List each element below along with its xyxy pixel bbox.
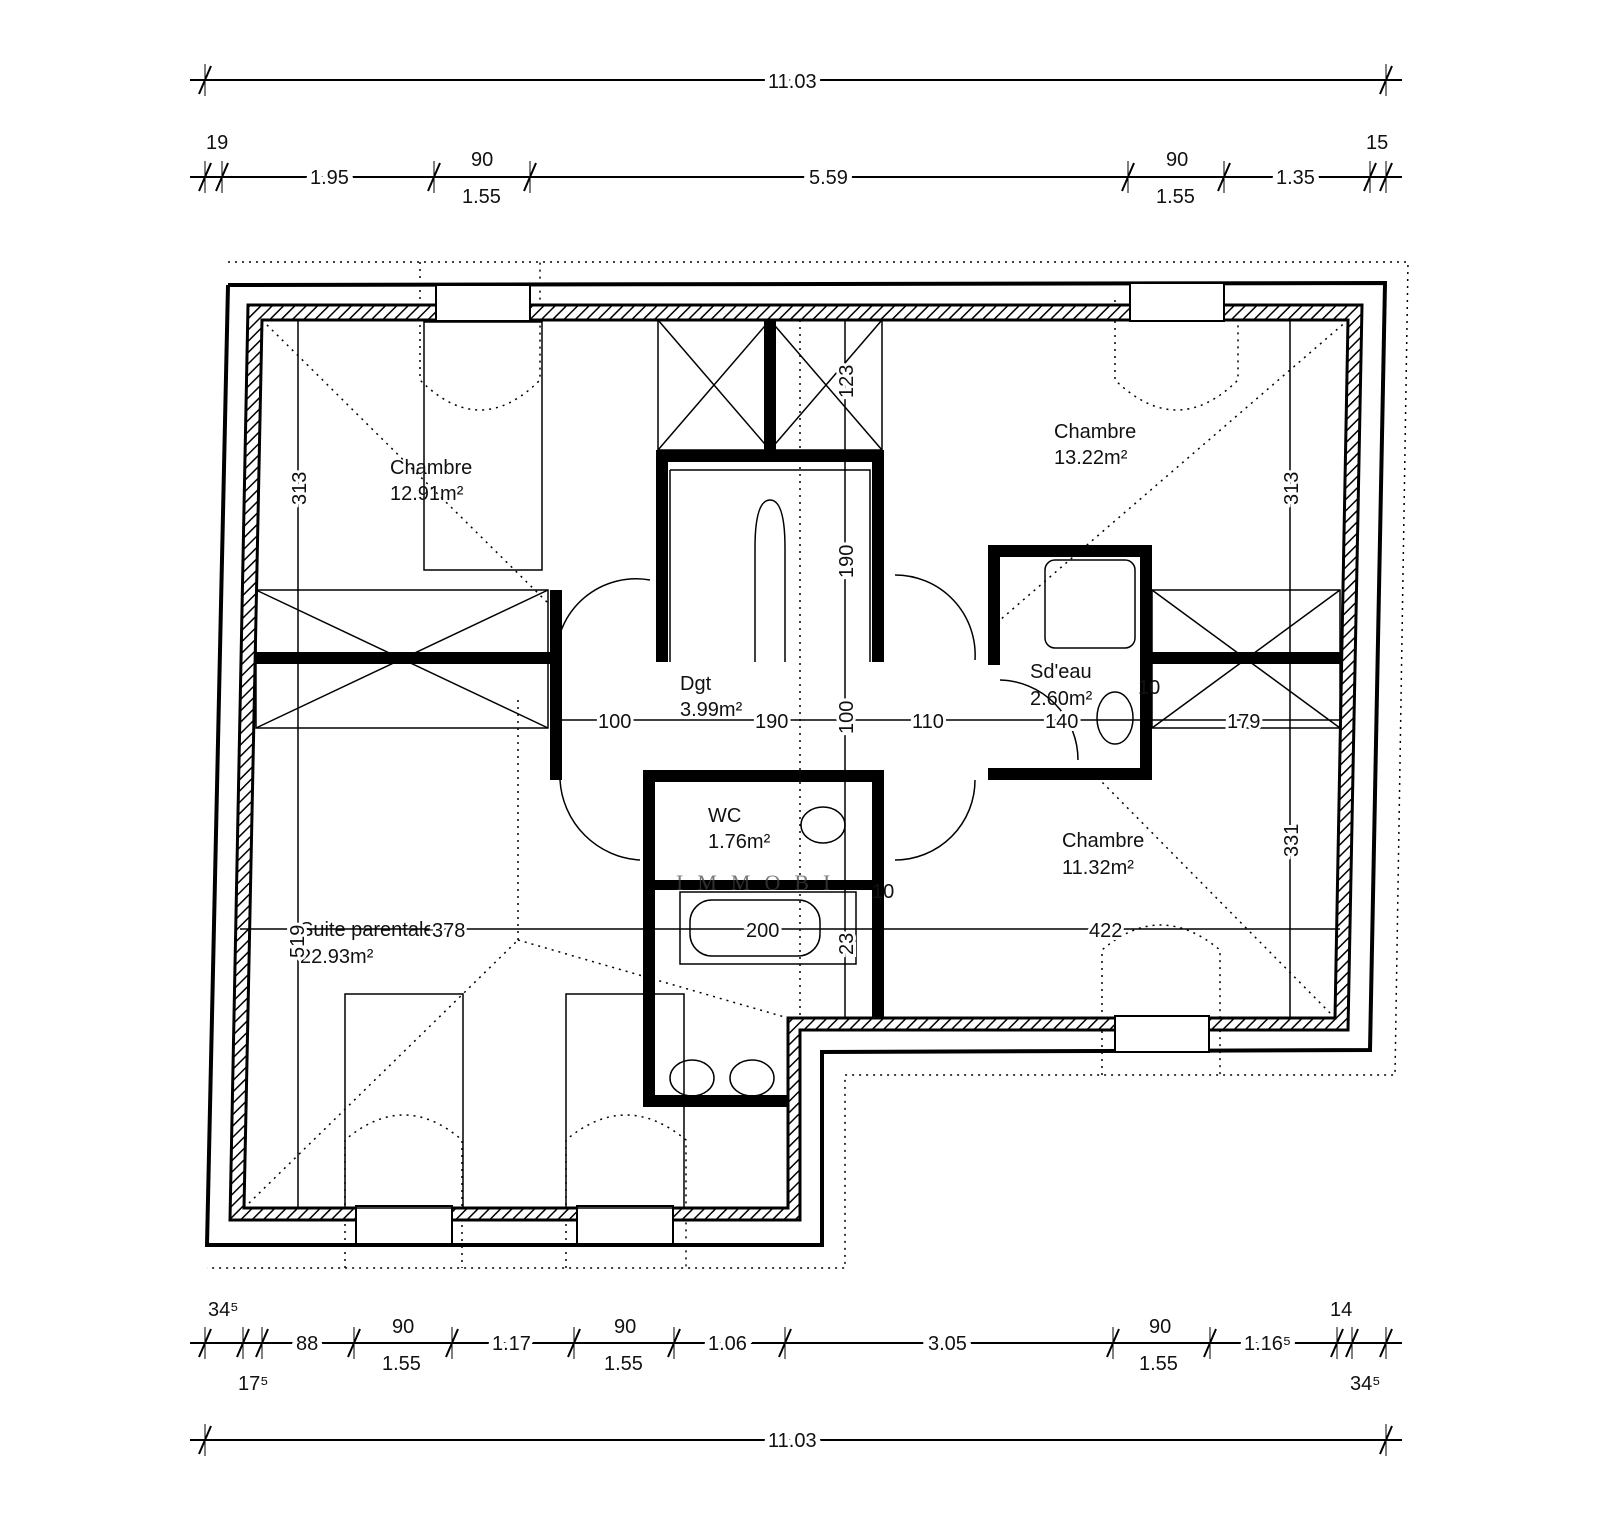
dim-200: 200 <box>746 920 779 942</box>
dimension-tick-slash <box>1217 162 1231 192</box>
dim-bottom-1165: 1.16⁵ <box>1244 1333 1291 1355</box>
dimension-tick-slash <box>215 162 229 192</box>
dim-bottom-305: 3.05 <box>928 1333 967 1355</box>
dim-bottom-155-c: 1.55 <box>1139 1353 1178 1375</box>
dimension-tick-slash <box>523 162 537 192</box>
dimension-tick-slash <box>1121 162 1135 192</box>
dimension-tick-slash <box>347 1328 361 1358</box>
room-chambre-3-name: Chambre <box>1062 830 1144 852</box>
dimension-tick-slash <box>255 1328 269 1358</box>
dimension-tick-slash <box>198 162 212 192</box>
dimension-tick-slash <box>1363 162 1377 192</box>
dim-top-155-b: 1.55 <box>1156 186 1195 208</box>
dim-top-135: 1.35 <box>1276 167 1315 189</box>
dimension-tick-slash <box>445 1328 459 1358</box>
dim-top-559: 5.59 <box>809 167 848 189</box>
room-sdeau-name: Sd'eau <box>1030 661 1092 683</box>
dim-23: 23 <box>836 933 858 955</box>
dimension-tick-slash <box>198 65 212 95</box>
dimension-tick-slash <box>1379 65 1393 95</box>
dim-bottom-90-c: 90 <box>1149 1316 1171 1338</box>
dim-190: 190 <box>755 711 788 733</box>
dimension-tick-slash <box>1379 1425 1393 1455</box>
dim-bottom-88: 88 <box>296 1333 318 1355</box>
room-chambre-1-name: Chambre <box>390 457 472 479</box>
dim-123: 123 <box>836 365 858 398</box>
dimension-tick-slash <box>198 1328 212 1358</box>
dim-bottom-106: 1.06 <box>708 1333 747 1355</box>
room-chambre-2-area: 13.22m² <box>1054 447 1128 469</box>
room-chambre-3-area: 11.32m² <box>1062 857 1134 879</box>
dim-top-90-a: 90 <box>471 149 493 171</box>
room-labels: Chambre 12.91m² Chambre 13.22m² Dgt 3.99… <box>300 421 1144 968</box>
dim-331: 331 <box>1281 824 1303 857</box>
room-sdeau-area: 2.60m² <box>1030 688 1093 710</box>
dim-190-vertical: 190 <box>836 545 858 578</box>
dim-519: 519 <box>287 925 309 958</box>
windows <box>355 282 1225 1245</box>
dimension-tick-slash <box>236 1328 250 1358</box>
dimension-tick-slash <box>198 1425 212 1455</box>
room-suite-name: Suite parentale <box>300 919 435 941</box>
dim-top-19: 19 <box>206 132 228 154</box>
dimension-tick-slash <box>1203 1328 1217 1358</box>
inner-dimension-lines <box>240 320 1340 1208</box>
room-chambre-2-name: Chambre <box>1054 421 1136 443</box>
dim-422: 422 <box>1089 920 1122 942</box>
room-wc-area: 1.76m² <box>708 831 771 853</box>
dim-110: 110 <box>912 711 944 733</box>
dim-bottom-175: 17⁵ <box>238 1373 269 1395</box>
dimension-tick-slash <box>1345 1328 1359 1358</box>
room-suite-area: 22.93m² <box>300 946 374 968</box>
dimension-tick-slash <box>1330 1328 1344 1358</box>
outer-wall-line <box>204 280 1388 1247</box>
dim-313-right: 313 <box>1281 472 1303 505</box>
dim-140: 140 <box>1045 711 1078 733</box>
dim-overall-bottom: 11.03 <box>768 1430 817 1452</box>
dim-179: 179 <box>1227 711 1260 733</box>
dim-bottom-345-left: 34⁵ <box>208 1299 239 1321</box>
dim-bottom-155-b: 1.55 <box>604 1353 643 1375</box>
dim-top-195: 1.95 <box>310 167 349 189</box>
interior-walls <box>255 320 1340 1107</box>
dim-313-left: 313 <box>289 472 311 505</box>
dim-top-155-a: 1.55 <box>462 186 501 208</box>
dimension-tick-slash <box>1106 1328 1120 1358</box>
dim-top-90-b: 90 <box>1166 149 1188 171</box>
inner-dimension-labels: 313 313 331 123 190 100 519 23 100 190 1… <box>284 362 1306 961</box>
dimension-tick-slash <box>567 1328 581 1358</box>
dim-378: 378 <box>432 920 465 942</box>
dimension-lines <box>190 64 1402 1456</box>
dim-overall-top: 11.03 <box>768 71 817 93</box>
room-dgt-area: 3.99m² <box>680 699 743 721</box>
watermark: IMMOBI <box>676 870 844 895</box>
dimension-tick-slash <box>1379 1328 1393 1358</box>
exterior-wall <box>228 303 1364 1222</box>
dimension-tick-slash <box>427 162 441 192</box>
room-chambre-1-area: 12.91m² <box>390 483 464 505</box>
dimension-tick-slash <box>667 1328 681 1358</box>
dim-bottom-345-right: 34⁵ <box>1350 1373 1381 1395</box>
dim-100-vertical: 100 <box>836 701 858 734</box>
dim-bottom-117: 1.17 <box>492 1333 531 1355</box>
dim-10-sdeau: 10 <box>1138 677 1160 699</box>
dim-10-wc: 10 <box>872 881 894 903</box>
dim-top-15: 15 <box>1366 132 1388 154</box>
roof-outline <box>207 261 1409 1269</box>
room-wc-name: WC <box>708 805 741 827</box>
dim-bottom-90-a: 90 <box>392 1316 414 1338</box>
dim-bottom-14: 14 <box>1330 1299 1352 1321</box>
room-dgt-name: Dgt <box>680 673 712 695</box>
dim-bottom-155-a: 1.55 <box>382 1353 421 1375</box>
dim-100: 100 <box>598 711 631 733</box>
dimension-labels: 11.03 19 1.95 90 1.55 5.59 90 1.55 1.35 … <box>206 66 1388 1457</box>
dim-bottom-90-b: 90 <box>614 1316 636 1338</box>
dimension-tick-slash <box>1379 162 1393 192</box>
dimension-tick-slash <box>778 1328 792 1358</box>
